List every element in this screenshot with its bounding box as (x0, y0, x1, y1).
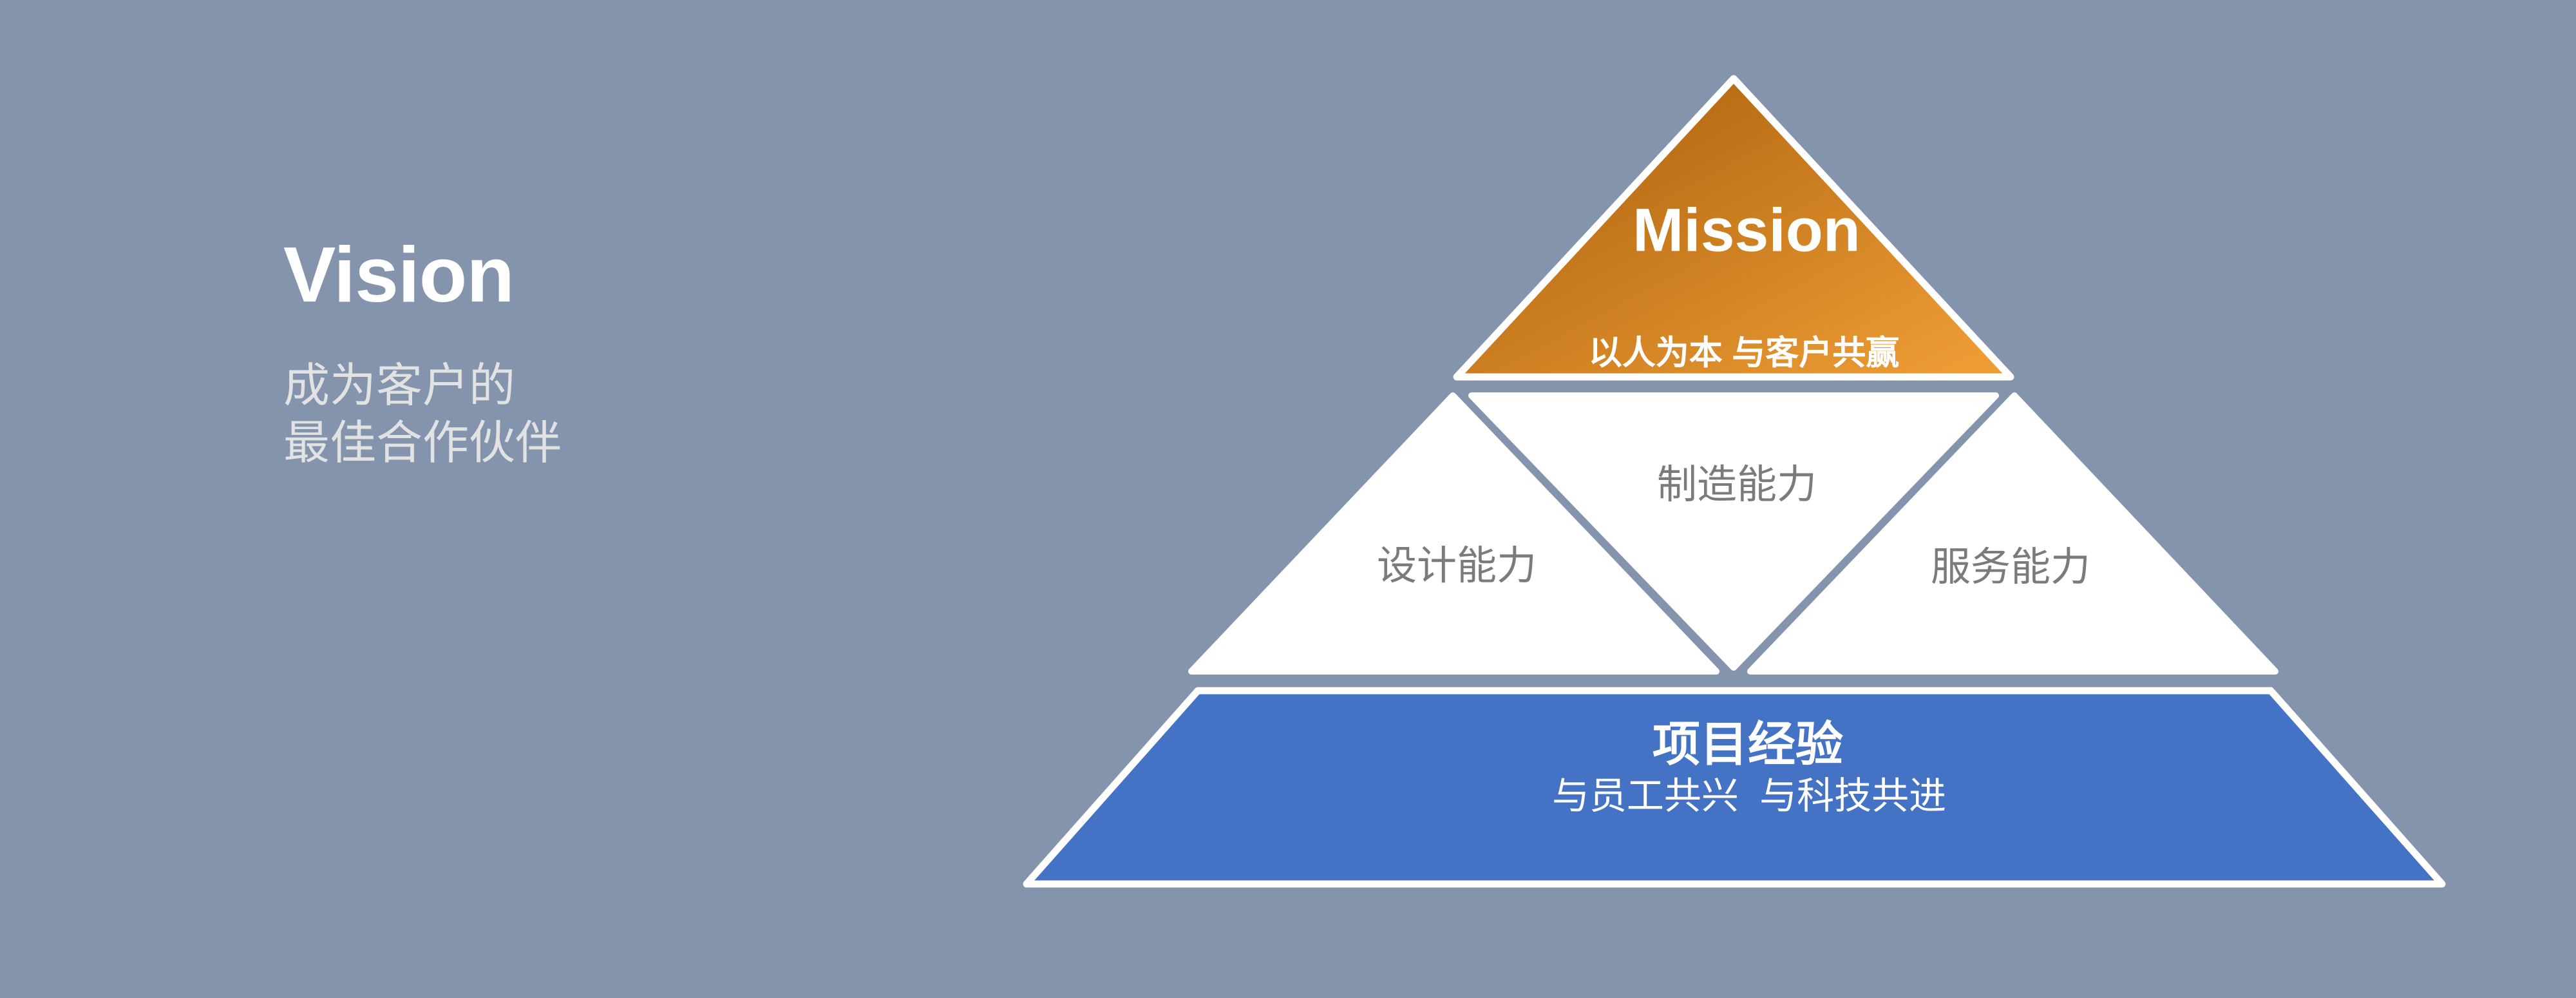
mission-subtitle: 以人为本 与客户共赢 (1588, 334, 1900, 372)
experience-subtitle: 与员工共兴 与科技共进 (1551, 775, 1947, 817)
mission-title: Mission (1633, 196, 1861, 265)
mission-triangle (1453, 75, 2014, 381)
design-capability-triangle (1188, 392, 1719, 675)
service-capability-triangle (1747, 392, 2278, 675)
experience-trapezoid (1023, 687, 2446, 888)
vision-title: Vision (283, 231, 515, 318)
vision-block: Vision 成为客户的 最佳合作伙伴 (283, 234, 562, 472)
vision-subtitle: 成为客户的 最佳合作伙伴 (283, 358, 562, 472)
manufacturing-capability-triangle (1468, 392, 1999, 671)
capability-label-manufacturing: 制造能力 (1656, 463, 1817, 507)
vision-subtitle-line2: 最佳合作伙伴 (283, 417, 562, 469)
capability-label-service: 服务能力 (1930, 545, 2091, 590)
capability-label-design: 设计能力 (1376, 544, 1537, 588)
experience-title: 项目经验 (1653, 717, 1843, 771)
vision-subtitle-line1: 成为客户的 (283, 360, 516, 412)
